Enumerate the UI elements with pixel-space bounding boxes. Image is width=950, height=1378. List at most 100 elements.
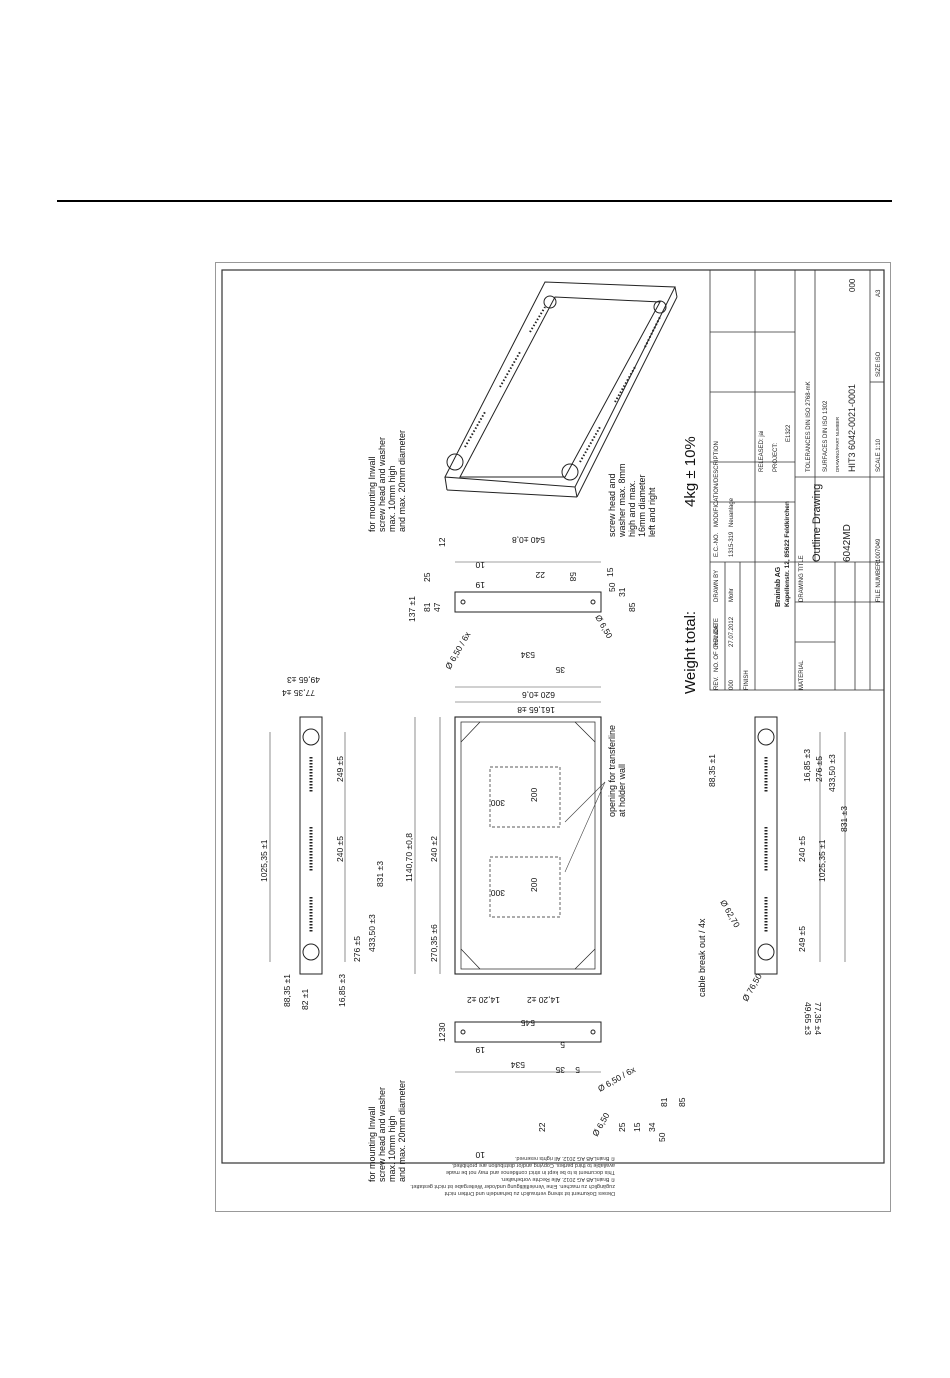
sheet-border <box>215 262 891 1212</box>
drawing-subtitle: 6042MD <box>842 524 853 562</box>
tolerances-text: TOLERANCES DIN ISO 2768-mK <box>806 381 812 472</box>
dim-14-20-a: 14,20 ±2 <box>467 995 500 1005</box>
ec-no-label: E.C.-NO. <box>714 532 720 557</box>
dim-5-a: 5 <box>560 1040 565 1050</box>
dim-phi-650-d: Ø 6,50 <box>590 1111 612 1138</box>
dim-phi-7650: Ø 76,50 <box>740 972 764 1003</box>
dim-534-a: 534 <box>521 650 535 660</box>
title-block <box>709 269 885 691</box>
dim-14-20-b: 14,20 ±2 <box>527 995 560 1005</box>
dim-phi-6270: Ø 62,70 <box>718 898 742 929</box>
dim-10-a: 10 <box>475 560 485 570</box>
file-number-label: FILE NUMBER: <box>876 560 882 602</box>
dim-35-b: 35 <box>555 1065 565 1075</box>
dim-12-b: 12 <box>437 1032 447 1042</box>
dim-77-b: 77,35 ±4 <box>813 1002 823 1035</box>
dim-22-b: 22 <box>537 1122 547 1132</box>
weight-value: 4kg ± 10% <box>682 436 699 507</box>
size-value: A3 <box>876 289 882 297</box>
drawing-title: Outline Drawing <box>811 484 823 562</box>
drawing-frame <box>221 269 885 1164</box>
size-text: SIZE ISO <box>876 351 882 377</box>
dim-545: 545 <box>521 1018 535 1028</box>
weight-label: Weight total: <box>682 611 699 694</box>
dim-240-2: 240 ±2 <box>429 836 439 862</box>
material-label: MATERIAL <box>799 660 805 690</box>
dim-47: 47 <box>432 602 442 612</box>
top-side-view <box>299 716 323 975</box>
dim-10-b: 10 <box>475 1150 485 1160</box>
copyright-line-2: zugänglich zu machen. Eine Vervielfältig… <box>410 1183 615 1189</box>
dim-31: 31 <box>617 587 627 597</box>
dim-433-a: 433,50 ±3 <box>367 914 377 952</box>
surfaces-text: SURFACES DIN ISO 1302 <box>823 400 829 472</box>
project-label: PROJECT: <box>773 443 779 472</box>
dim-240-5-a: 240 ±5 <box>335 836 345 862</box>
dim-16-b: 16,85 ±3 <box>802 749 812 782</box>
dimension-texts: 1140,70 ±0,8 240 ±2 270,35 ±6 620 ±0,6 1… <box>259 535 849 1160</box>
note-screw-right: screw head and washer max. 8mm high and … <box>607 461 657 538</box>
dim-276-b: 276 ±5 <box>814 756 824 782</box>
dim-161: 161,65 ±8 <box>517 705 555 715</box>
rel-date-value: 27.07.2012 <box>729 616 735 647</box>
dim-15-a: 15 <box>605 567 615 577</box>
dim-831-a: 831 ±3 <box>375 861 385 887</box>
dim-88-b: 88,35 ±1 <box>707 754 717 787</box>
copyright-line-4: This document is to be kept in strict co… <box>446 1169 615 1175</box>
note-mounting-bottom: for mounting Inwall screw head and washe… <box>367 1080 407 1182</box>
dim-35-a: 35 <box>555 665 565 675</box>
dim-831-b: 831 ±3 <box>839 806 849 832</box>
copyright-line-1: Dieses Dokument ist streng vertraulich z… <box>444 1190 615 1196</box>
dim-16-a: 16,85 ±3 <box>337 974 347 1007</box>
outline-drawing: REV. NO. OF CHANGE 000 REL.DATE 27.07.20… <box>215 262 891 1212</box>
released-label: RELEASED: jai <box>759 431 765 472</box>
dim-19-b: 19 <box>475 1045 485 1055</box>
dim-85-a: 85 <box>627 602 637 612</box>
dim-200-b: 200 <box>529 878 539 892</box>
dim-81-b: 81 <box>659 1097 669 1107</box>
dim-137: 137 ±1 <box>407 596 417 622</box>
dim-77-a: 77,35 ±4 <box>282 688 315 698</box>
dim-34: 34 <box>647 1122 657 1132</box>
dim-270: 270,35 ±6 <box>429 924 439 962</box>
drawing-sheet: REV. NO. OF CHANGE 000 REL.DATE 27.07.20… <box>215 262 891 1212</box>
dim-200-a: 200 <box>529 788 539 802</box>
note-mounting-top: for mounting Inwall screw head and washe… <box>367 430 407 532</box>
dim-240-5-b: 240 ±5 <box>797 836 807 862</box>
front-view <box>454 716 602 975</box>
note-cable: cable break out / 4x <box>697 918 707 997</box>
dim-88-a: 88,35 ±1 <box>282 974 292 1007</box>
dim-25-a: 25 <box>422 572 432 582</box>
dim-49-a: 49,65 ±3 <box>287 675 320 685</box>
dim-300-a: 300 <box>491 798 505 808</box>
part-number-label: DRAWING/PART NUMBER <box>835 416 840 472</box>
dim-620: 620 ±0,6 <box>522 690 555 700</box>
dim-19-a: 19 <box>475 580 485 590</box>
dim-276-a: 276 ±5 <box>352 936 362 962</box>
drawn-by-label: DRAWN BY <box>714 570 720 602</box>
note-opening: opening for transferline at holder wall <box>607 722 627 817</box>
dim-81-a: 81 <box>422 602 432 612</box>
dim-22-a: 22 <box>535 570 545 580</box>
scale-text: SCALE 1:10 <box>876 438 882 472</box>
drawn-by-value: Mohr <box>729 588 735 602</box>
file-number: 1007049 <box>876 538 882 562</box>
dim-49-b: 49,65 ±3 <box>803 1002 813 1035</box>
dim-5-b: 5 <box>575 1065 580 1075</box>
dim-1025-a: 1025,35 ±1 <box>259 839 269 882</box>
dim-433-b: 433,50 ±3 <box>827 754 837 792</box>
dim-15-b: 15 <box>632 1122 642 1132</box>
copyright-line-5: available to third parties. Copying and/… <box>451 1162 615 1168</box>
dim-85-b: 85 <box>677 1097 687 1107</box>
dim-534-b: 534 <box>511 1060 525 1070</box>
no-of-change-label: NO. OF CHANGE <box>714 624 720 672</box>
finish-label: FINISH <box>744 670 750 690</box>
dim-249-a: 249 ±5 <box>335 756 345 782</box>
drawing-title-label: DRAWING TITLE <box>799 555 805 602</box>
dim-phi-650-b: Ø 6,50 / 6x <box>596 1064 638 1094</box>
rel-date-label: REL.DATE <box>714 618 720 647</box>
title-block-text: REV. NO. OF CHANGE 000 REL.DATE 27.07.20… <box>714 278 882 690</box>
dim-1140: 1140,70 ±0,8 <box>404 833 414 882</box>
dim-82: 82 ±1 <box>300 989 310 1010</box>
rev-value: 000 <box>729 679 735 690</box>
